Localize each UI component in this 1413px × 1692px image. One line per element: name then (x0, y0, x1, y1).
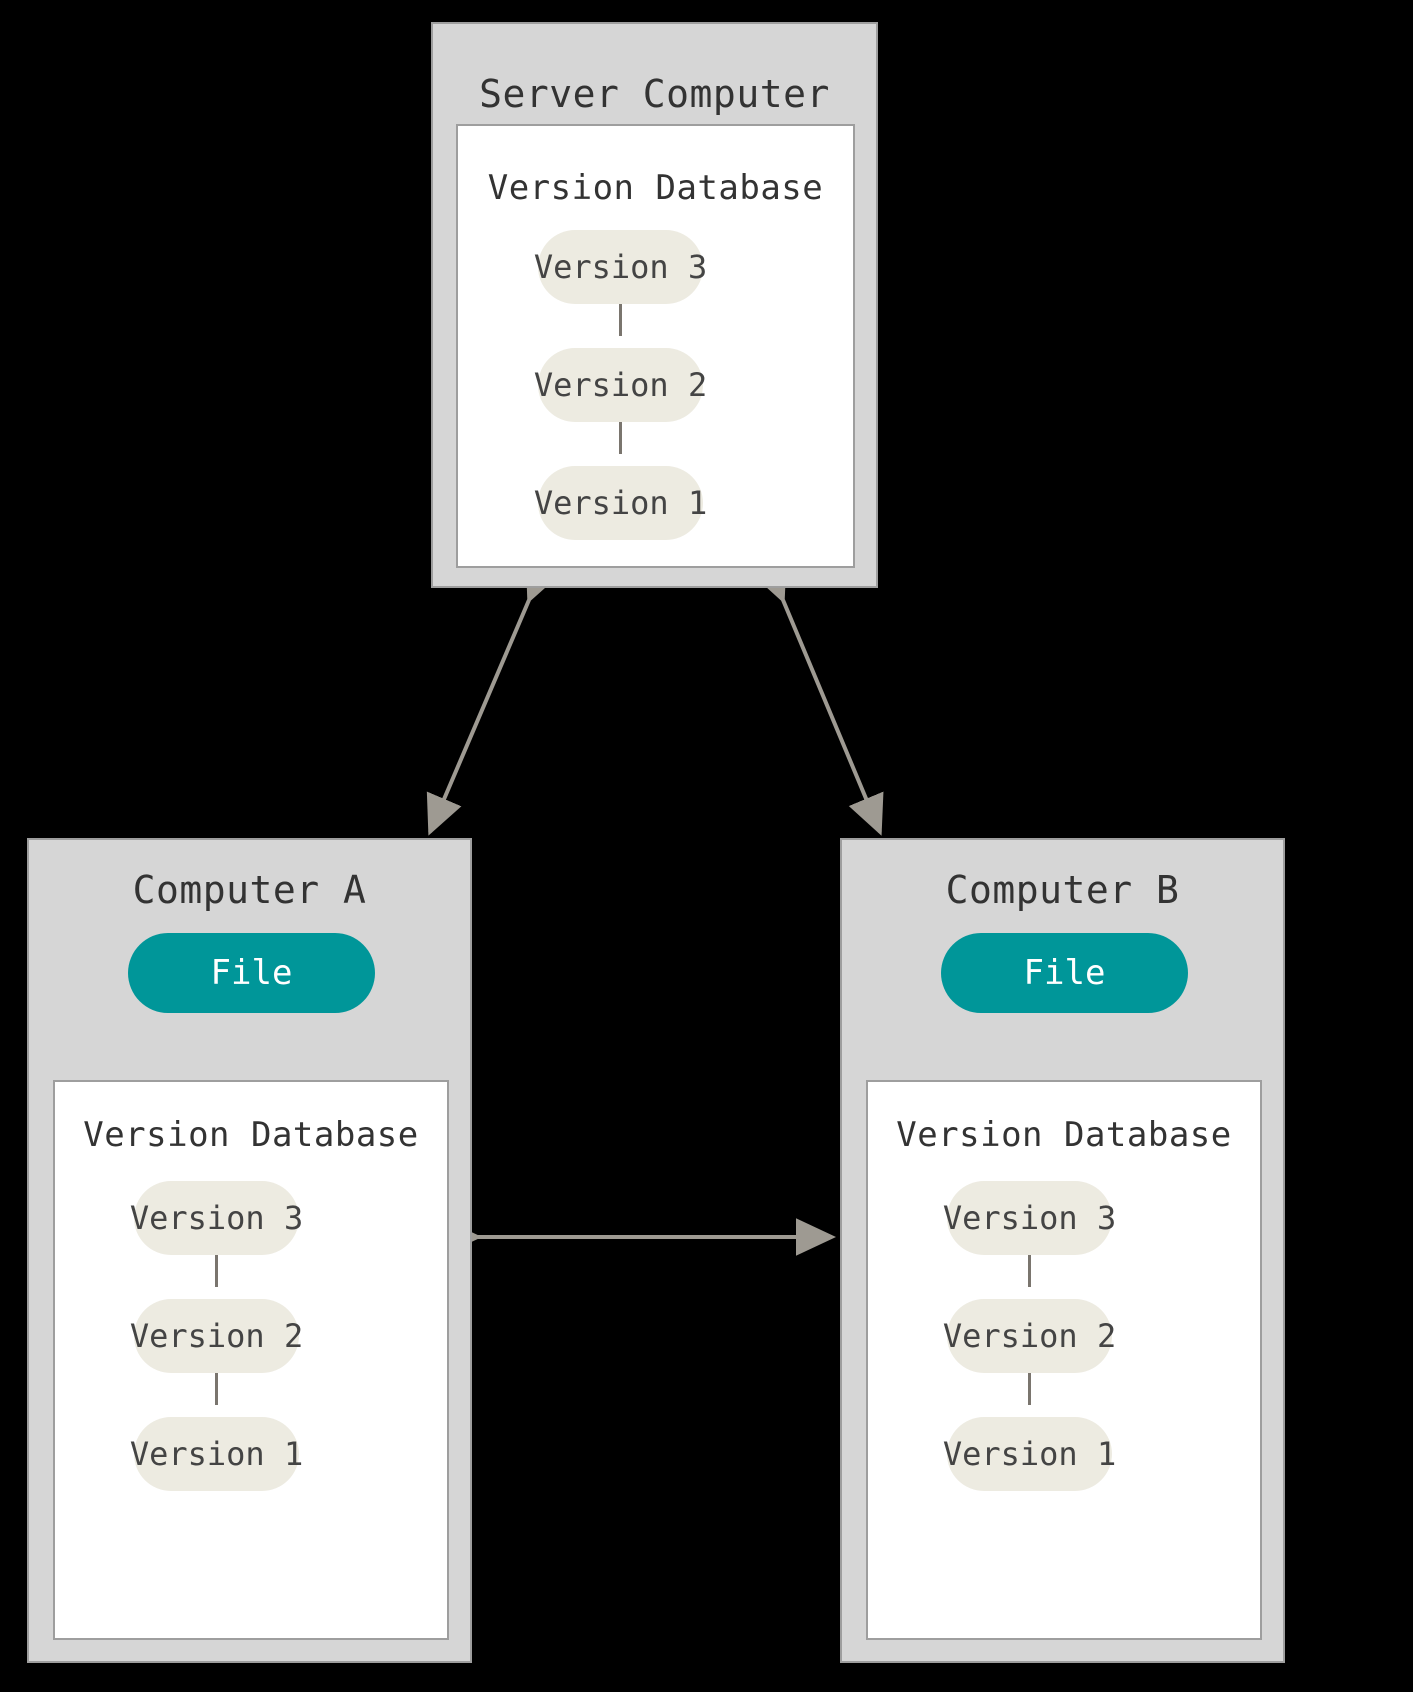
computer-b-file-label: File (1023, 953, 1106, 993)
server-version-database-label: Version Database (487, 168, 824, 208)
computer-b-title: Computer B (945, 868, 1180, 912)
computer-a-file-label: File (210, 953, 293, 993)
computer-b-version-database-label: Version Database (896, 1115, 1232, 1155)
computer-a-version-connector-2-1 (215, 1373, 218, 1405)
arrow-server-to-computer-b (751, 559, 884, 836)
computer-a-version-label-2: Version 2 (129, 1317, 304, 1355)
computer-b-version-pill-1[interactable]: Version 1 (943, 1417, 1116, 1491)
computer-a-version-label-1: Version 1 (129, 1435, 304, 1473)
computer-a-box[interactable]: Computer A File Version Database Version… (27, 838, 472, 1663)
computer-a-version-database-label: Version Database (83, 1115, 419, 1155)
server-computer-title: Server Computer (479, 72, 830, 116)
server-version-label-3: Version 3 (533, 248, 708, 286)
computer-a-version-pill-1[interactable]: Version 1 (130, 1417, 303, 1491)
computer-b-file-pill[interactable]: File (941, 933, 1188, 1013)
computer-a-version-connector-3-2 (215, 1255, 218, 1287)
arrow-server-to-computer-a (426, 559, 561, 836)
computer-a-version-label-3: Version 3 (129, 1199, 304, 1237)
computer-b-version-connector-2-1 (1028, 1373, 1031, 1405)
computer-b-version-database-box[interactable]: Version Database Version 3 Version 2 Ver… (866, 1080, 1262, 1640)
server-computer-box[interactable]: Server Computer Version Database Version… (431, 22, 878, 588)
server-version-pill-2[interactable]: Version 2 (534, 348, 707, 422)
server-version-connector-3-2 (619, 304, 622, 336)
computer-a-version-database-box[interactable]: Version Database Version 3 Version 2 Ver… (53, 1080, 449, 1640)
computer-a-version-pill-3[interactable]: Version 3 (130, 1181, 303, 1255)
server-version-pill-1[interactable]: Version 1 (534, 466, 707, 540)
server-version-label-1: Version 1 (533, 484, 708, 522)
computer-b-version-pill-3[interactable]: Version 3 (943, 1181, 1116, 1255)
computer-a-version-pill-2[interactable]: Version 2 (130, 1299, 303, 1373)
server-version-label-2: Version 2 (533, 366, 708, 404)
server-version-connector-2-1 (619, 422, 622, 454)
computer-b-box[interactable]: Computer B File Version Database Version… (840, 838, 1285, 1663)
server-version-database-box[interactable]: Version Database Version 3 Version 2 Ver… (456, 124, 855, 568)
computer-b-version-label-2: Version 2 (942, 1317, 1117, 1355)
computer-b-version-connector-3-2 (1028, 1255, 1031, 1287)
computer-a-title: Computer A (132, 868, 367, 912)
computer-a-file-pill[interactable]: File (128, 933, 375, 1013)
server-version-pill-3[interactable]: Version 3 (534, 230, 707, 304)
computer-b-version-label-3: Version 3 (942, 1199, 1117, 1237)
computer-b-version-pill-2[interactable]: Version 2 (943, 1299, 1116, 1373)
computer-b-version-label-1: Version 1 (942, 1435, 1117, 1473)
